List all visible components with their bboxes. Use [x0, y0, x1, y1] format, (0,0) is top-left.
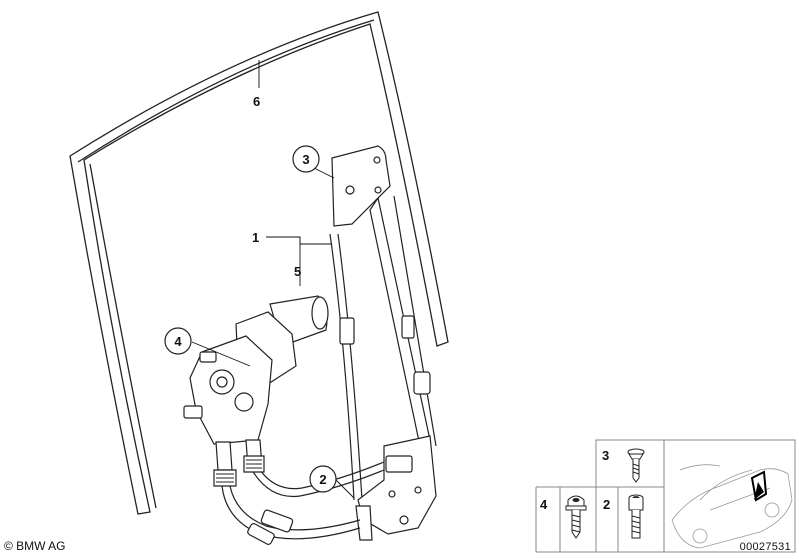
svg-text:3: 3 [302, 152, 309, 167]
window-motor [183, 295, 329, 487]
callout-5: 5 [294, 264, 301, 279]
legend-label-2: 2 [603, 497, 610, 512]
screw-3-icon [627, 448, 645, 483]
callout-6: 6 [253, 94, 260, 109]
svg-text:2: 2 [319, 472, 326, 487]
door-highlight-icon [750, 470, 768, 502]
legend-label-3: 3 [602, 448, 609, 463]
screw-4-icon [565, 495, 587, 539]
callout-bubble-3: 3 [292, 145, 320, 173]
callout-1: 1 [252, 230, 259, 245]
legend-label-4: 4 [540, 497, 548, 512]
regulator-cables [221, 461, 385, 545]
callout-bubble-2: 2 [309, 465, 337, 493]
window-regulator-rail [329, 145, 437, 541]
callout-bubble-4: 4 [164, 327, 192, 355]
svg-text:4: 4 [174, 334, 182, 349]
copyright-text: © BMW AG [4, 539, 66, 553]
screw-2-icon [628, 494, 644, 539]
diagram-reference-number: 00027531 [739, 541, 791, 553]
motor-springs [216, 459, 262, 483]
window-seal-frame [69, 11, 449, 515]
